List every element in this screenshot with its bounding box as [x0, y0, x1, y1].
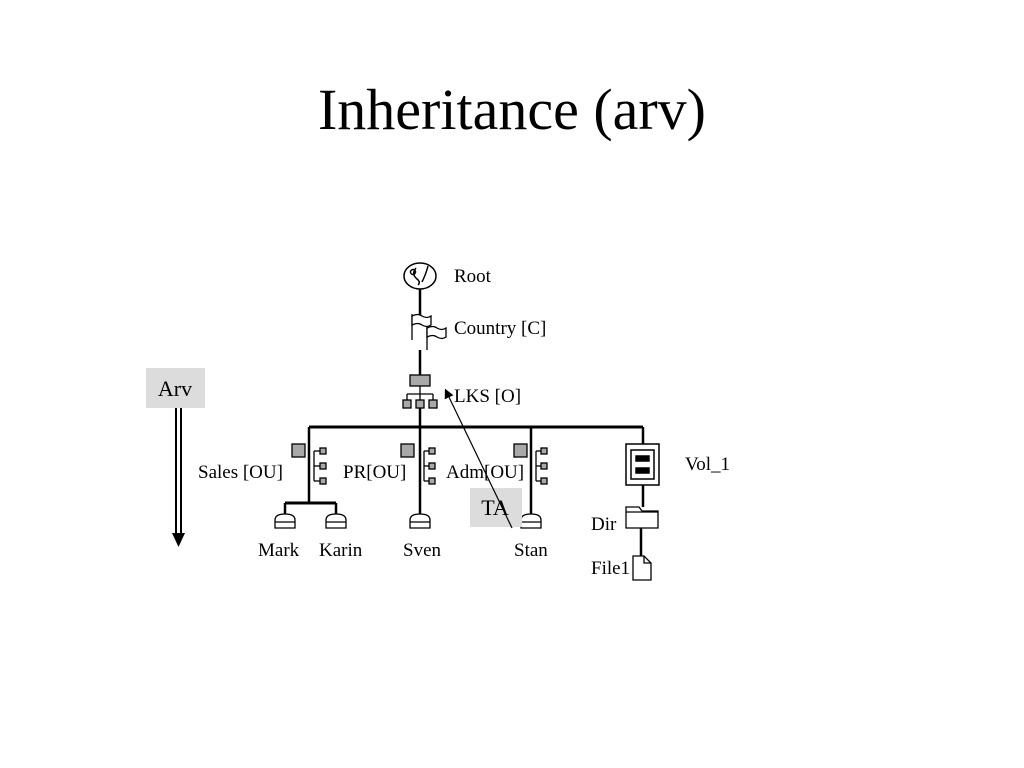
user-icon-sven	[409, 513, 431, 529]
ou-label-sales: Sales [OU]	[198, 462, 283, 483]
directory-label: Dir	[591, 514, 617, 535]
root-label: Root	[454, 266, 492, 287]
file-label: File1	[591, 558, 630, 579]
arv-label: Arv	[158, 376, 192, 401]
organization-label: LKS [O]	[454, 386, 521, 407]
ou-icon-sales	[291, 443, 327, 485]
ou-icon-pr	[400, 443, 436, 485]
ta-arrow	[444, 388, 513, 529]
folder-icon	[625, 506, 659, 529]
user-icon-mark	[274, 513, 296, 529]
ou-icon-adm	[513, 443, 548, 485]
globe-icon	[403, 262, 437, 290]
user-label-mark: Mark	[258, 540, 300, 561]
slide-title: Inheritance (arv)	[317, 77, 707, 142]
arv-down-arrow	[172, 408, 185, 547]
volume-label: Vol_1	[685, 454, 730, 475]
organization-icon	[402, 374, 438, 409]
volume-icon	[625, 443, 660, 486]
country-label: Country [C]	[454, 318, 546, 339]
user-label-karin: Karin	[319, 540, 363, 561]
user-label-stan: Stan	[514, 540, 548, 561]
arv-annotation: Arv	[146, 368, 205, 547]
ou-label-pr: PR[OU]	[343, 462, 406, 483]
flags-icon	[411, 313, 447, 350]
user-icon-stan	[520, 513, 542, 529]
file-icon	[632, 555, 652, 581]
arv-box	[146, 368, 205, 408]
ta-label: TA	[481, 495, 509, 520]
user-label-sven: Sven	[403, 540, 442, 561]
user-icon-karin	[325, 513, 347, 529]
